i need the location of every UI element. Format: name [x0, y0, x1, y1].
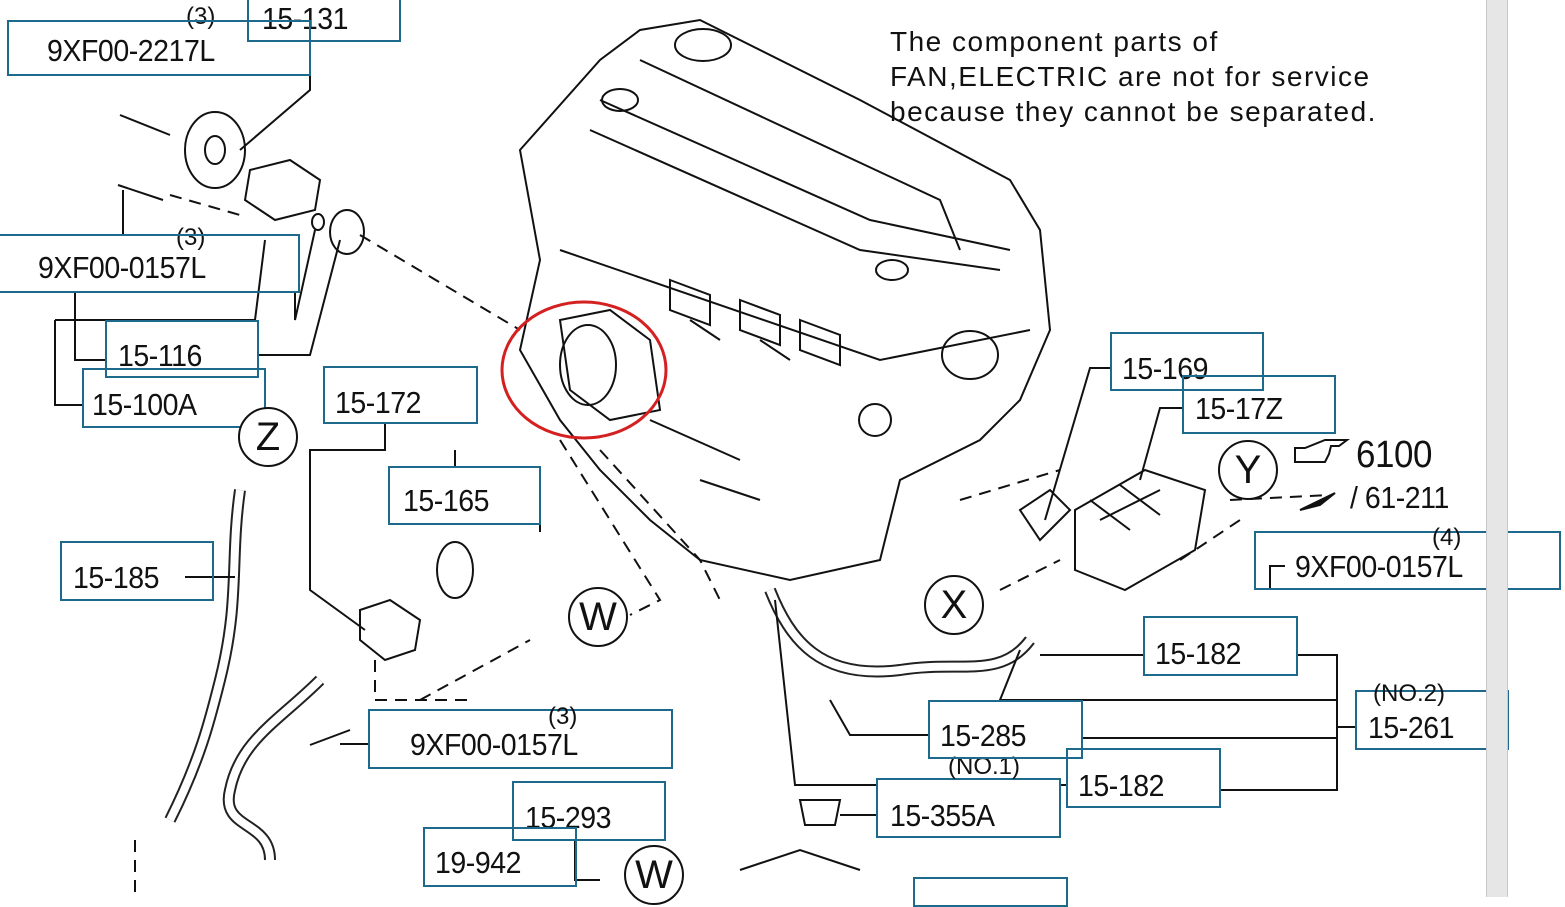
part-number: 19-942 [435, 845, 522, 880]
quantity: (3) [548, 703, 578, 730]
callout-15-165[interactable] [388, 466, 541, 525]
reference-figure[interactable]: / 61-211 [1350, 480, 1449, 515]
callout-15-182[interactable] [1066, 748, 1221, 808]
callout-19-942[interactable] [423, 827, 577, 887]
marker-y: Y [1218, 440, 1278, 500]
part-number: 15-100A [92, 387, 197, 422]
vertical-scrollbar[interactable] [1486, 0, 1508, 897]
part-number: 15-261 [1368, 710, 1455, 745]
part-number: 15-116 [118, 338, 202, 373]
callout-15-172[interactable] [323, 366, 478, 424]
note-line: The component parts of [890, 26, 1219, 57]
marker-x: X [924, 575, 984, 635]
part-number: 9XF00-0157L [38, 250, 206, 285]
reference-page[interactable]: 6100 [1356, 434, 1432, 476]
note-line: FAN,ELECTRIC are not for service [890, 61, 1371, 92]
red-highlight-circle [500, 300, 668, 440]
callout-15-261[interactable] [1355, 690, 1509, 750]
engine-drawing [117, 18, 1207, 871]
part-number: 9XF00-2217L [47, 33, 215, 68]
callout-15-100a[interactable] [82, 368, 266, 428]
callout-15-185[interactable] [60, 541, 214, 601]
callout-9xf00-2217l[interactable] [7, 20, 311, 76]
callout-15-293[interactable] [512, 781, 666, 841]
part-number: 15-17Z [1195, 391, 1283, 426]
part-number: 15-185 [73, 560, 160, 595]
callout-15-17z[interactable] [1182, 375, 1336, 434]
marker-z: Z [238, 407, 298, 467]
marker-w: W [624, 845, 684, 905]
note-line: because they cannot be separated. [890, 96, 1377, 127]
part-number: 15-182 [1078, 768, 1165, 803]
part-number: 15-285 [940, 718, 1027, 753]
marker-w: W [568, 587, 628, 647]
callout-9xf00-0157l[interactable] [368, 709, 673, 769]
callout-15-355a[interactable] [876, 778, 1061, 838]
callout-9xf00-0157l[interactable] [1254, 531, 1561, 590]
part-number: 9XF00-0157L [1295, 549, 1463, 584]
callout-9xf00-0157l[interactable] [0, 234, 300, 293]
quantity: (3) [186, 3, 216, 30]
service-note: The component parts of FAN,ELECTRIC are … [890, 24, 1377, 129]
dashed-lines [134, 194, 1331, 897]
pointing-hand-icon [1294, 439, 1350, 463]
part-number: 9XF00-0157L [410, 727, 578, 762]
part-number: 15-172 [335, 385, 422, 420]
quantity: (3) [176, 224, 206, 251]
quantity: (4) [1432, 524, 1462, 551]
part-number: 15-169 [1122, 351, 1209, 386]
callout-15-182[interactable] [1143, 616, 1298, 676]
position-note: (NO.2) [1373, 680, 1445, 707]
part-number: 15-165 [403, 483, 490, 518]
callout-partial[interactable] [913, 877, 1068, 907]
callout-15-285[interactable] [928, 700, 1083, 759]
part-number: 15-182 [1155, 636, 1242, 671]
part-number: 15-131 [262, 1, 349, 36]
callout-15-169[interactable] [1110, 332, 1264, 391]
part-number: 15-355A [890, 798, 995, 833]
